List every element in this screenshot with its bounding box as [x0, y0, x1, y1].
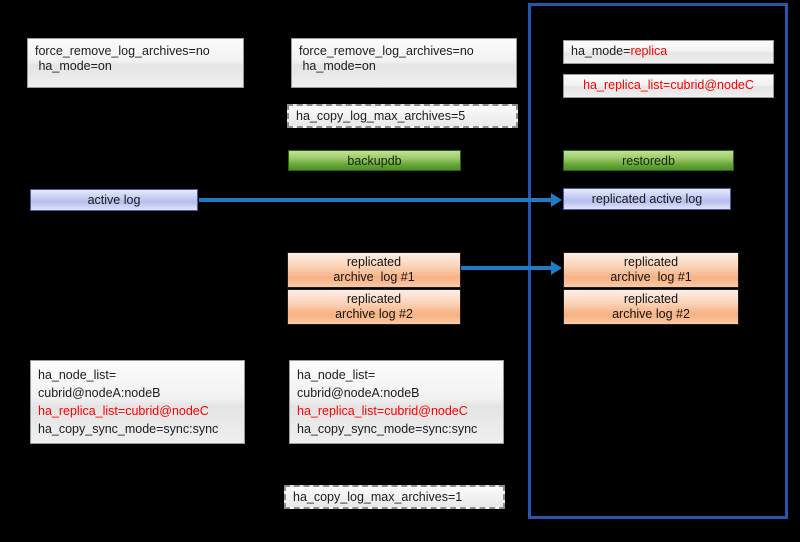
replicated-active-log-box[interactable]: replicated active log — [563, 188, 731, 210]
middle-node-config-line1: ha_node_list= — [297, 368, 376, 382]
archive-log-replication-arrow-head — [551, 261, 562, 275]
active-log-replication-arrow-line — [199, 198, 551, 202]
restoredb-label: restoredb — [622, 153, 675, 168]
archive-log-replication-arrow-line — [461, 266, 551, 270]
right-archive-2-line2: archive log #2 — [612, 307, 690, 321]
replica-ha-mode-prefix: ha_mode= — [571, 44, 631, 58]
replica-ha-mode-value: replica — [630, 44, 668, 58]
restoredb-button[interactable]: restoredb — [563, 150, 734, 171]
middle-node-config-replica-list: ha_replica_list=cubrid@nodeC — [297, 404, 468, 418]
left-node-config-replica-list: ha_replica_list=cubrid@nodeC — [38, 404, 209, 418]
replica-list-box: ha_replica_list=cubrid@nodeC — [563, 74, 774, 98]
active-log-box[interactable]: active log — [30, 189, 198, 211]
right-archive-2-line1: replicated — [623, 292, 679, 306]
slave-copy-log-max-archives-box: ha_copy_log_max_archives=5 — [287, 104, 518, 128]
middle-node-config-line2: cubrid@nodeA:nodeB — [297, 386, 420, 400]
left-node-config-line2: cubrid@nodeA:nodeB — [38, 386, 161, 400]
active-log-label: active log — [87, 193, 141, 207]
left-node-list-config-box: ha_node_list= cubrid@nodeA:nodeB ha_replic… — [30, 360, 245, 444]
master-config-line2: ha_mode=on — [35, 59, 112, 73]
right-archive-1-line1: replicated — [623, 255, 679, 269]
slave-copy-log-max-archives-label: ha_copy_log_max_archives=5 — [296, 109, 466, 123]
master-config-box: force_remove_log_archives=no ha_mode=on — [27, 38, 244, 88]
slave-config-box: force_remove_log_archives=no ha_mode=on — [291, 38, 517, 88]
replica-ha-mode-box: ha_mode=replica — [563, 40, 774, 64]
replicated-active-log-label: replicated active log — [591, 192, 703, 206]
backupdb-button[interactable]: backupdb — [288, 150, 461, 171]
middle-archive-2-line1: replicated — [346, 292, 402, 306]
bottom-copy-log-max-archives-label: ha_copy_log_max_archives=1 — [293, 490, 463, 504]
left-node-config-line4: ha_copy_sync_mode=sync:sync — [38, 422, 219, 436]
bottom-copy-log-max-archives-box: ha_copy_log_max_archives=1 — [284, 485, 505, 509]
left-node-config-line1: ha_node_list= — [38, 368, 117, 382]
master-config-line1: force_remove_log_archives=no — [35, 44, 210, 58]
replica-list-label: ha_replica_list=cubrid@nodeC — [583, 78, 754, 92]
middle-node-list-config-box: ha_node_list= cubrid@nodeA:nodeB ha_replic… — [289, 360, 504, 444]
slave-config-line2: ha_mode=on — [299, 59, 376, 73]
backupdb-label: backupdb — [347, 153, 402, 168]
replica-node-container — [528, 3, 788, 519]
active-log-replication-arrow-head — [551, 193, 562, 207]
slave-config-line1: force_remove_log_archives=no — [299, 44, 474, 58]
middle-node-config-line4: ha_copy_sync_mode=sync:sync — [297, 422, 478, 436]
right-archive-1-line2: archive log #1 — [610, 270, 692, 284]
middle-archive-2-line2: archive log #2 — [335, 307, 413, 321]
middle-archive-1-line2: archive log #1 — [333, 270, 415, 284]
middle-archive-1-line1: replicated — [346, 255, 402, 269]
